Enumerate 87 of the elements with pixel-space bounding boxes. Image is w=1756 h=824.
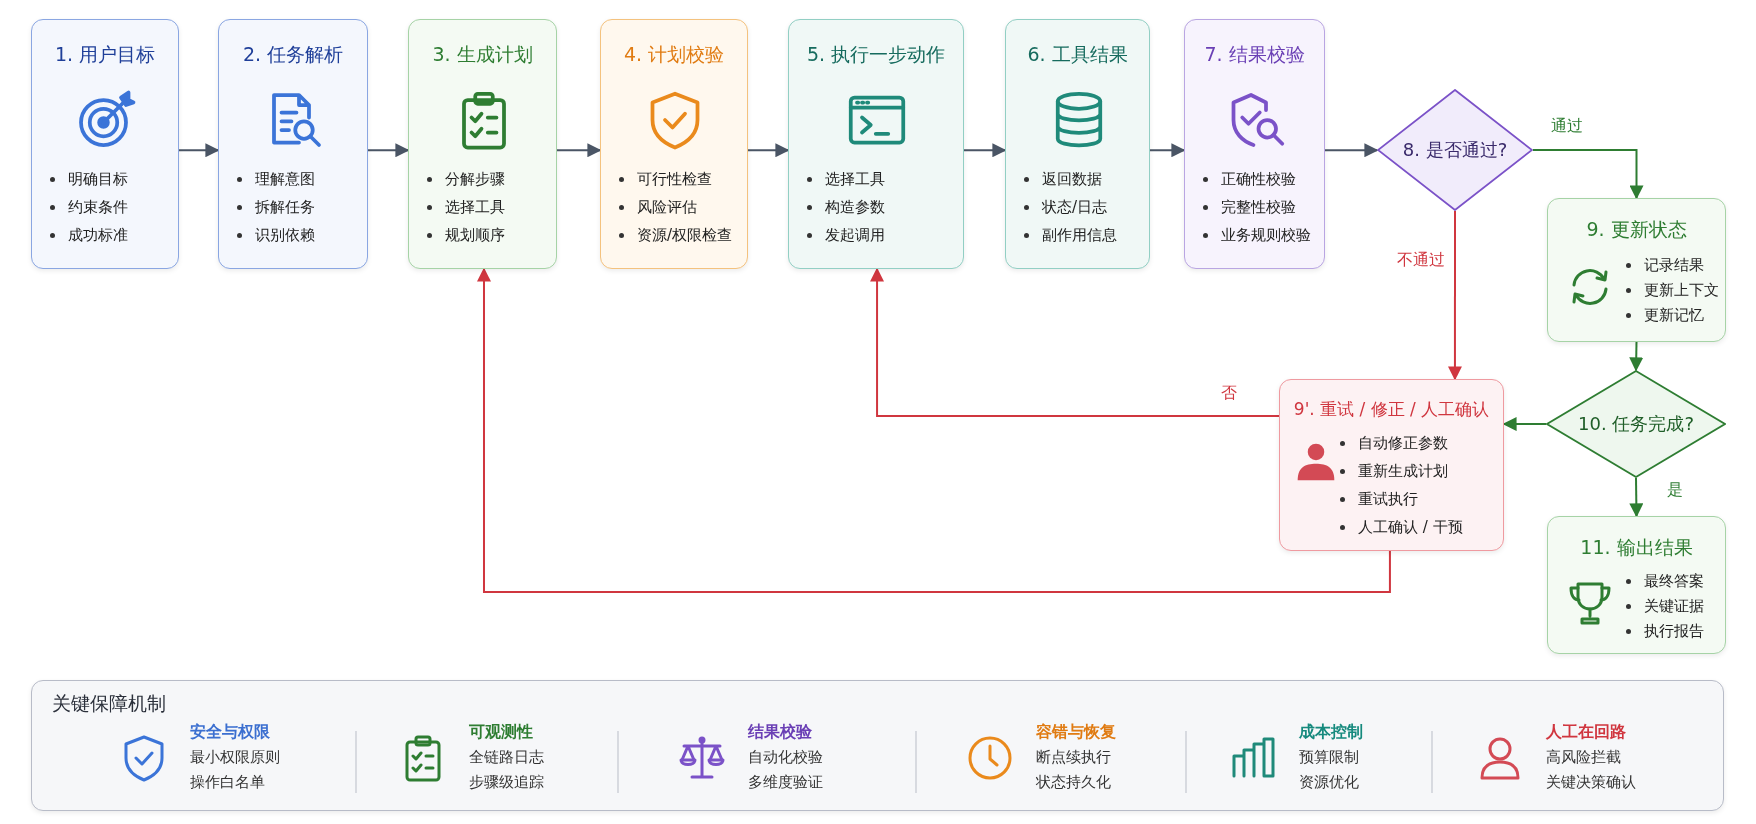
bullet-text: 发起调用 <box>825 225 885 246</box>
arrow <box>1532 149 1644 200</box>
panel-title: 关键保障机制 <box>52 691 166 716</box>
bullet-text: 重试执行 <box>1358 489 1418 510</box>
feature-heading: 结果校验 <box>748 721 812 743</box>
feature-detail: 高风险拦截 <box>1546 747 1621 768</box>
feature-detail: 自动化校验 <box>748 747 823 768</box>
bullet-text: 最终答案 <box>1644 571 1704 592</box>
arrow <box>1149 143 1186 158</box>
step-title: 3. 生成计划 <box>431 42 534 67</box>
bullet-text: 风险评估 <box>637 197 697 218</box>
arrow <box>1447 210 1462 381</box>
step-title: 5. 执行一步动作 <box>805 42 947 67</box>
step-title: 7. 结果校验 <box>1203 42 1306 67</box>
bullet-text: 人工确认 / 干预 <box>1358 517 1463 538</box>
arrow <box>178 143 220 158</box>
step-card <box>1547 516 1726 654</box>
feature-heading: 可观测性 <box>469 721 533 743</box>
arrow <box>477 267 1391 593</box>
feature-detail: 预算限制 <box>1299 747 1359 768</box>
step-card <box>1279 379 1504 551</box>
bullet-text: 理解意图 <box>255 169 315 190</box>
feature-heading: 成本控制 <box>1299 721 1363 743</box>
arrow <box>1629 477 1644 518</box>
bullet-text: 业务规则校验 <box>1221 225 1311 246</box>
feature-detail: 最小权限原则 <box>190 747 280 768</box>
bullet-text: 分解步骤 <box>445 169 505 190</box>
bullet-text: 拆解任务 <box>255 197 315 218</box>
bullet-text: 约束条件 <box>68 197 128 218</box>
feature-heading: 人工在回路 <box>1546 721 1626 743</box>
bullet-text: 重新生成计划 <box>1358 461 1448 482</box>
bullet-text: 更新上下文 <box>1644 280 1719 301</box>
bullet-text: 记录结果 <box>1644 255 1704 276</box>
bullet-text: 构造参数 <box>825 197 885 218</box>
feature-detail: 步骤级追踪 <box>469 772 544 793</box>
bullet-text: 可行性检查 <box>637 169 712 190</box>
step-title: 9. 更新状态 <box>1585 217 1688 242</box>
step-title: 2. 任务解析 <box>241 42 345 67</box>
bullet-text: 资源/权限检查 <box>637 225 733 246</box>
bullet-text: 更新记忆 <box>1644 305 1704 326</box>
feature-heading: 容错与恢复 <box>1036 721 1116 743</box>
feature-detail: 状态持久化 <box>1036 772 1111 793</box>
bullet-text: 执行报告 <box>1644 621 1704 642</box>
arrow <box>556 143 602 158</box>
decision-label: 10. 任务完成? <box>1577 412 1695 436</box>
step-title: 1. 用户目标 <box>53 42 157 67</box>
feature-heading: 安全与权限 <box>190 721 270 743</box>
bullet-text: 自动修正参数 <box>1358 433 1448 454</box>
bullet-text: 选择工具 <box>825 169 885 190</box>
step-title: 9'. 重试 / 修正 / 人工确认 <box>1292 398 1491 421</box>
step-card <box>408 19 557 269</box>
step-card <box>31 19 179 269</box>
bullet-text: 返回数据 <box>1042 169 1102 190</box>
arrow <box>1324 143 1379 158</box>
arrow <box>747 143 790 158</box>
step-title: 6. 工具结果 <box>1026 42 1129 67</box>
step-card <box>1547 198 1726 342</box>
feature-detail: 关键决策确认 <box>1546 772 1636 793</box>
feature-detail: 操作白名单 <box>190 772 265 793</box>
arrow <box>963 143 1007 158</box>
bullet-text: 明确目标 <box>68 169 128 190</box>
step-card <box>1184 19 1325 269</box>
feature-detail: 资源优化 <box>1299 772 1359 793</box>
bullet-text: 规划顺序 <box>445 225 505 246</box>
bullet-text: 完整性校验 <box>1221 197 1296 218</box>
bullet-text: 识别依赖 <box>255 225 315 246</box>
feature-detail: 断点续执行 <box>1036 747 1111 768</box>
step-card <box>600 19 748 269</box>
step-card <box>788 19 964 269</box>
step-title: 11. 输出结果 <box>1579 535 1694 560</box>
bullet-text: 成功标准 <box>68 225 128 246</box>
step-card <box>1005 19 1150 269</box>
decision-label: 8. 是否通过? <box>1401 138 1509 162</box>
step-card <box>218 19 368 269</box>
arrow <box>1502 417 1547 432</box>
arrow <box>367 143 410 158</box>
bullet-text: 选择工具 <box>445 197 505 218</box>
step-title: 4. 计划校验 <box>622 42 726 67</box>
feature-detail: 多维度验证 <box>748 772 823 793</box>
bullet-text: 正确性校验 <box>1221 169 1296 190</box>
bullet-text: 关键证据 <box>1644 596 1704 617</box>
feature-detail: 全链路日志 <box>469 747 544 768</box>
arrow <box>1629 341 1644 372</box>
bullet-text: 副作用信息 <box>1042 225 1117 246</box>
panel-background <box>31 680 1724 811</box>
bullet-text: 状态/日志 <box>1042 197 1108 218</box>
arrow <box>870 267 1280 417</box>
